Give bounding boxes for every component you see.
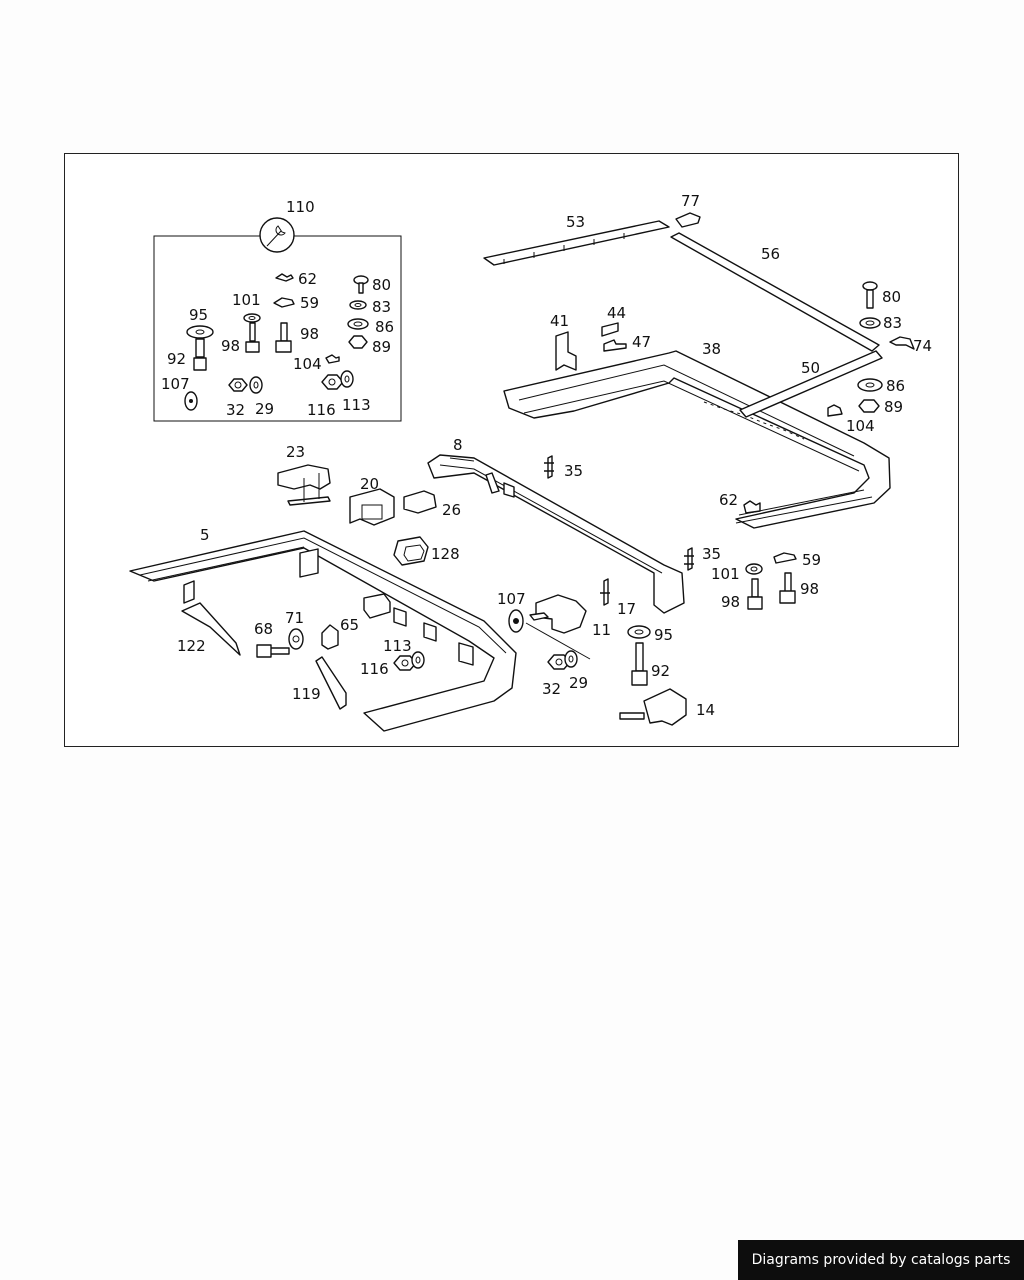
callout-20: 20 xyxy=(360,475,379,493)
callout-47: 47 xyxy=(632,333,651,351)
callout-8: 8 xyxy=(453,436,463,454)
callout-5: 5 xyxy=(200,526,210,544)
callout-116: 116 xyxy=(307,401,336,419)
callout-62: 62 xyxy=(719,491,738,509)
hardware-kit-box xyxy=(153,217,402,422)
parts-diagram: 110 62 59 80 83 95 101 98 98 86 92 89 10… xyxy=(129,192,932,732)
trim-strip-56 xyxy=(670,232,880,352)
bumper-end-122 xyxy=(181,602,241,656)
hardware-right-lower xyxy=(743,500,797,610)
callout-labels: 110 62 59 80 83 95 101 98 98 86 92 89 10… xyxy=(161,192,932,719)
callout-101: 101 xyxy=(232,291,261,309)
clip-77 xyxy=(675,212,701,228)
callout-122: 122 xyxy=(177,637,206,655)
trim-119 xyxy=(315,656,347,710)
rear-bumper-38 xyxy=(503,350,891,529)
callout-38: 38 xyxy=(702,340,721,358)
callout-59: 59 xyxy=(300,294,319,312)
hardware-center xyxy=(508,578,687,726)
callout-29: 29 xyxy=(569,674,588,692)
callout-44: 44 xyxy=(607,304,626,322)
bumper-section-8 xyxy=(427,454,685,614)
clip-44-47 xyxy=(601,322,627,352)
callout-128: 128 xyxy=(431,545,460,563)
callout-92: 92 xyxy=(651,662,670,680)
callout-80: 80 xyxy=(882,288,901,306)
callout-116: 116 xyxy=(360,660,389,678)
callout-29: 29 xyxy=(255,400,274,418)
footer-credit-text: Diagrams provided by catalogs parts xyxy=(751,1252,1011,1268)
hardware-front xyxy=(256,624,425,671)
callout-113: 113 xyxy=(383,637,412,655)
callout-119: 119 xyxy=(292,685,321,703)
callout-23: 23 xyxy=(286,443,305,461)
callout-53: 53 xyxy=(566,213,585,231)
callout-98: 98 xyxy=(300,325,319,343)
callout-89: 89 xyxy=(884,398,903,416)
callout-86: 86 xyxy=(886,377,905,395)
callout-65: 65 xyxy=(340,616,359,634)
callout-98: 98 xyxy=(721,593,740,611)
callout-32: 32 xyxy=(542,680,561,698)
callout-86: 86 xyxy=(375,318,394,336)
mount-20 xyxy=(349,488,395,526)
wrench-icon xyxy=(259,217,295,253)
bracket-41 xyxy=(555,331,577,371)
callout-71: 71 xyxy=(285,609,304,627)
callout-41: 41 xyxy=(550,312,569,330)
callout-101: 101 xyxy=(711,565,740,583)
callout-68: 68 xyxy=(254,620,273,638)
callout-83: 83 xyxy=(372,298,391,316)
callout-77: 77 xyxy=(681,192,700,210)
clips-35 xyxy=(544,455,694,571)
callout-95: 95 xyxy=(189,306,208,324)
trim-strip-53 xyxy=(483,220,670,266)
strip-50 xyxy=(739,350,883,418)
callout-92: 92 xyxy=(167,350,186,368)
callout-98: 98 xyxy=(221,337,240,355)
callout-35: 35 xyxy=(702,545,721,563)
callout-104: 104 xyxy=(846,417,875,435)
callout-62: 62 xyxy=(298,270,317,288)
callout-98: 98 xyxy=(800,580,819,598)
front-bumper-5 xyxy=(129,530,517,732)
footer-credit-banner: Diagrams provided by catalogs parts xyxy=(738,1240,1024,1280)
callout-50: 50 xyxy=(801,359,820,377)
callout-113: 113 xyxy=(342,396,371,414)
callout-32: 32 xyxy=(226,401,245,419)
callout-110: 110 xyxy=(286,198,315,216)
callout-59: 59 xyxy=(802,551,821,569)
mount-26 xyxy=(403,490,437,514)
callout-56: 56 xyxy=(761,245,780,263)
callout-26: 26 xyxy=(442,501,461,519)
callout-83: 83 xyxy=(883,314,902,332)
callout-80: 80 xyxy=(372,276,391,294)
callout-107: 107 xyxy=(497,590,526,608)
callout-104: 104 xyxy=(293,355,322,373)
gasket-128 xyxy=(393,536,429,566)
fasteners-right-upper xyxy=(827,281,915,417)
callout-17: 17 xyxy=(617,600,636,618)
mount-23 xyxy=(277,464,331,506)
callout-35: 35 xyxy=(564,462,583,480)
callout-107: 107 xyxy=(161,375,190,393)
callout-14: 14 xyxy=(696,701,715,719)
callout-11: 11 xyxy=(592,621,611,639)
callout-95: 95 xyxy=(654,626,673,644)
kit-hardware-parts xyxy=(184,273,369,411)
callout-89: 89 xyxy=(372,338,391,356)
callout-74: 74 xyxy=(913,337,932,355)
